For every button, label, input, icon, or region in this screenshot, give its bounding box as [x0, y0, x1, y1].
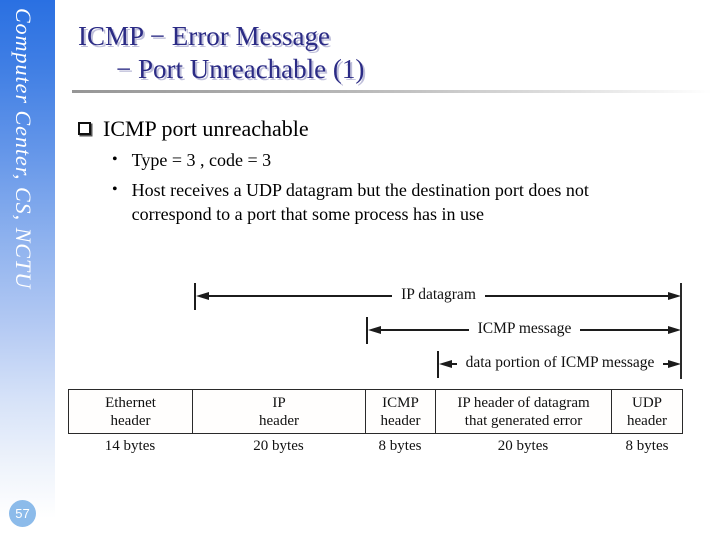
byte-size-labels: 14 bytes 20 bytes 8 bytes 20 bytes 8 byt…: [68, 438, 683, 455]
cell-ip-header: IP header: [193, 390, 366, 433]
encapsulation-table: Ethernet header IP header ICMP header IP…: [68, 389, 683, 434]
cell-text: that generated error: [464, 412, 583, 429]
diagram-right-boundary-line: [680, 283, 682, 379]
bullet-sub-1: • Type = 3 , code = 3: [112, 148, 271, 172]
cell-text: header: [259, 412, 299, 429]
arrow-shaft: [381, 329, 469, 331]
arrow-end-tick: [194, 282, 196, 310]
slide-title-line2: − Port Unreachable (1): [116, 54, 365, 84]
arrow-label-icmp-message: ICMP message: [477, 320, 572, 337]
bytes-label-icmp: 8 bytes: [378, 438, 422, 454]
arrowhead-left-icon: [368, 326, 381, 334]
bullet-main: ICMP port unreachable: [78, 116, 309, 142]
span-arrow-data-portion: data portion of ICMP message: [437, 350, 681, 378]
cell-text: IP header of datagram: [457, 394, 590, 411]
sidebar-gradient-bar: Computer Center, CS, NCTU: [0, 0, 55, 540]
square-bullet-icon: [78, 122, 91, 135]
bytes-label-udp: 8 bytes: [625, 438, 669, 454]
arrow-shaft: [663, 363, 668, 365]
arrow-end-tick: [437, 350, 439, 378]
cell-text: Ethernet: [105, 394, 156, 411]
arrowhead-left-icon: [196, 292, 209, 300]
arrowhead-left-icon: [439, 360, 452, 368]
cell-text: UDP: [631, 394, 662, 411]
cell-icmp-header: ICMP header: [366, 390, 436, 433]
arrowhead-right-icon: [668, 360, 681, 368]
cell-text: header: [110, 412, 151, 429]
bullet-sub-2-text: Host receives a UDP datagram but the des…: [131, 180, 589, 224]
arrowhead-right-icon: [668, 292, 681, 300]
cell-text: header: [380, 412, 421, 429]
arrowhead-right-icon: [668, 326, 681, 334]
dot-bullet-icon: •: [112, 181, 118, 198]
cell-udp-header: UDP header: [612, 390, 682, 433]
bullet-sub-2: • Host receives a UDP datagram but the d…: [112, 178, 652, 226]
cell-text: IP: [272, 394, 286, 411]
arrow-shaft: [580, 329, 668, 331]
arrow-label-ip-datagram: IP datagram: [401, 286, 476, 303]
arrow-end-tick: [366, 316, 368, 344]
cell-ip-header-of-datagram: IP header of datagram that generated err…: [436, 390, 612, 433]
arrow-label-data-portion: data portion of ICMP message: [465, 354, 655, 371]
bytes-label-ip: 20 bytes: [253, 438, 304, 454]
bytes-label-ethernet: 14 bytes: [104, 438, 156, 454]
bullet-main-text: ICMP port unreachable: [103, 116, 309, 141]
span-arrow-ip-datagram: IP datagram: [194, 282, 681, 310]
span-arrow-icmp-message: ICMP message: [366, 316, 681, 344]
cell-text: ICMP: [382, 394, 419, 411]
arrow-shaft: [484, 295, 668, 297]
dot-bullet-icon: •: [112, 151, 118, 168]
cell-text: header: [627, 412, 667, 429]
arrow-shaft: [209, 295, 393, 297]
sidebar-vertical-text: Computer Center, CS, NCTU: [11, 8, 36, 290]
slide-title: ICMP − Error Message − Port Unreachable …: [78, 20, 364, 86]
slide-title-line1: ICMP − Error Message: [78, 21, 330, 51]
arrow-shaft: [452, 363, 457, 365]
title-divider-rule: [72, 90, 712, 93]
page-number-badge: 57: [9, 500, 36, 527]
cell-ethernet-header: Ethernet header: [69, 390, 193, 433]
bullet-sub-1-text: Type = 3 , code = 3: [131, 150, 272, 170]
bytes-label-ip-of-datagram: 20 bytes: [497, 438, 549, 454]
